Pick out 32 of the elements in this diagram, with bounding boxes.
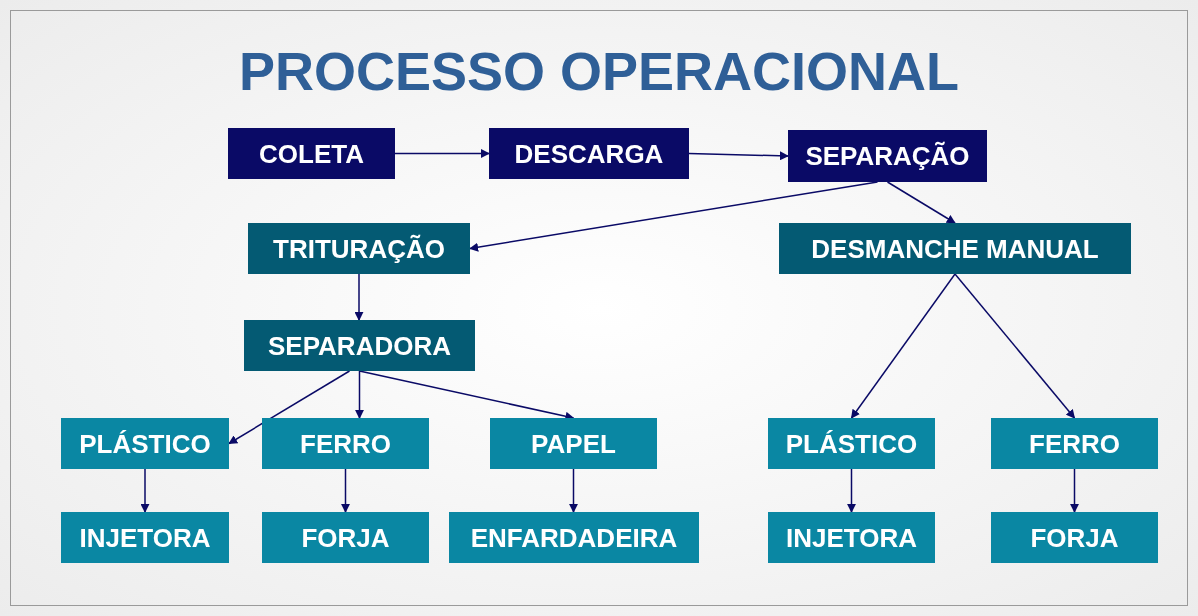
arrow	[886, 181, 956, 224]
arrow	[140, 468, 150, 513]
process-box: COLETA	[228, 128, 395, 179]
process-box: INJETORA	[768, 512, 935, 563]
process-box: PAPEL	[490, 418, 657, 469]
arrow	[850, 273, 956, 419]
process-box: FORJA	[262, 512, 429, 563]
arrow	[954, 273, 1076, 419]
process-box: DESCARGA	[489, 128, 689, 179]
process-box: INJETORA	[61, 512, 229, 563]
title: PROCESSO OPERACIONAL	[237, 44, 961, 98]
process-box: SEPARAÇÃO	[788, 130, 987, 182]
arrow	[394, 149, 490, 158]
process-box: TRITURAÇÃO	[248, 223, 470, 274]
arrow	[358, 370, 575, 421]
process-box: ENFARDADEIRA	[449, 512, 699, 563]
arrow	[354, 273, 364, 321]
arrow	[228, 370, 351, 445]
arrow	[688, 151, 789, 161]
arrow	[341, 468, 350, 513]
arrow	[355, 370, 364, 419]
process-box: FORJA	[991, 512, 1158, 563]
arrow	[1070, 468, 1079, 513]
arrow	[569, 468, 578, 513]
process-box: FERRO	[262, 418, 429, 469]
arrow	[469, 181, 879, 252]
process-box: FERRO	[991, 418, 1158, 469]
process-box: PLÁSTICO	[768, 418, 935, 469]
process-box: DESMANCHE MANUAL	[779, 223, 1131, 274]
arrow	[847, 468, 856, 513]
process-box: SEPARADORA	[244, 320, 475, 371]
process-box: PLÁSTICO	[61, 418, 229, 469]
